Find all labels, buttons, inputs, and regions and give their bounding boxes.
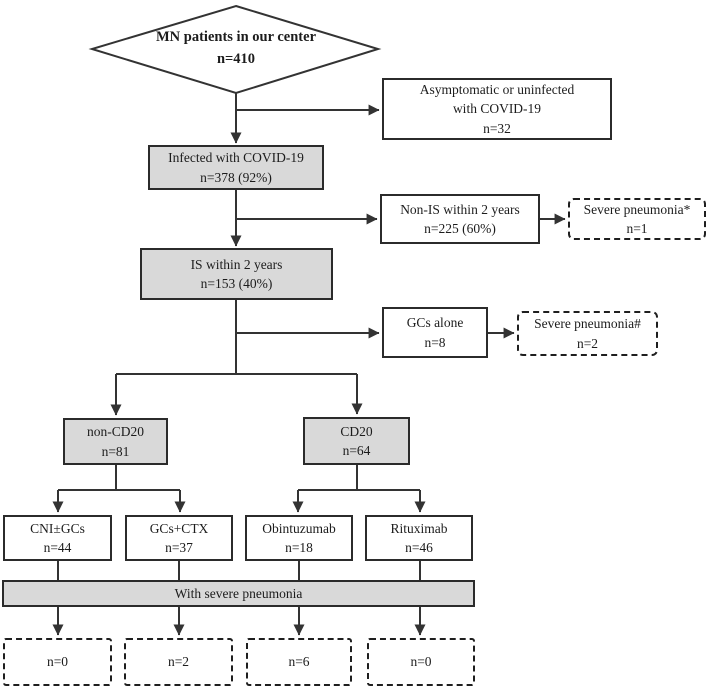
severe-pneumonia-bar: With severe pneumonia	[2, 580, 475, 607]
non-cd20-count: n=81	[101, 443, 130, 459]
gcs-alone-label: GCs alone	[406, 315, 464, 331]
cd20-count: n=64	[342, 443, 371, 458]
outcome-ctx-count: n=2	[167, 654, 190, 670]
cd20-label: CD20	[340, 423, 373, 439]
pneumonia-star-count: n=1	[626, 221, 648, 236]
pneumonia-hash-label: Severe pneumonia#	[534, 316, 641, 332]
non-is-count: n=225 (60%)	[424, 221, 496, 236]
is-within-count: n=153 (40%)	[200, 276, 273, 291]
obintuzumab-count: n=18	[285, 540, 313, 555]
node-gcs-ctx: GCs+CTX n=37	[125, 515, 233, 561]
node-obintuzumab: Obintuzumab n=18	[245, 515, 353, 561]
asymptomatic-label-1: Asymptomatic or uninfected	[419, 82, 575, 98]
infected-count: n=378 (92%)	[200, 169, 272, 185]
node-non-cd20: non-CD20 n=81	[63, 418, 168, 465]
node-severe-pneumonia-hash: Severe pneumonia# n=2	[517, 311, 658, 356]
node-cd20: CD20 n=64	[303, 417, 410, 465]
pneumonia-hash-count: n=2	[576, 335, 599, 351]
non-cd20-label: non-CD20	[87, 424, 144, 440]
outcome-rituximab-count: n=0	[410, 654, 432, 670]
is-within-label: IS within 2 years	[190, 256, 283, 272]
non-is-label: Non-IS within 2 years	[400, 201, 520, 217]
node-severe-pneumonia-star: Severe pneumonia* n=1	[568, 198, 706, 240]
gcs-alone-count: n=8	[424, 334, 446, 350]
node-infected: Infected with COVID-19 n=378 (92%)	[148, 145, 324, 190]
node-non-is: Non-IS within 2 years n=225 (60%)	[380, 194, 540, 244]
rituximab-label: Rituximab	[390, 520, 448, 536]
node-gcs-alone: GCs alone n=8	[382, 307, 488, 358]
node-outcome-cni: n=0	[3, 638, 112, 686]
outcome-cni-count: n=0	[46, 654, 69, 670]
gcs-ctx-count: n=37	[165, 540, 193, 555]
node-asymptomatic: Asymptomatic or uninfected with COVID-19…	[382, 78, 612, 140]
root-label: MN patients in our center	[155, 29, 317, 46]
severe-pneumonia-bar-label: With severe pneumonia	[174, 585, 303, 601]
obintuzumab-label: Obintuzumab	[262, 520, 336, 536]
rituximab-count: n=46	[405, 540, 433, 555]
asymptomatic-count: n=32	[483, 120, 511, 136]
cni-gcs-label: CNI±GCs	[30, 520, 85, 536]
infected-label: Infected with COVID-19	[168, 150, 304, 166]
outcome-obinutuzumab-count: n=6	[288, 654, 310, 670]
node-cni-gcs: CNI±GCs n=44	[3, 515, 112, 561]
cni-gcs-count: n=44	[43, 540, 72, 555]
node-root: MN patients in our center n=410	[102, 14, 370, 84]
gcs-ctx-label: GCs+CTX	[149, 520, 209, 536]
node-outcome-ctx: n=2	[124, 638, 233, 686]
pneumonia-star-label: Severe pneumonia*	[583, 201, 691, 217]
root-count: n=410	[216, 51, 256, 67]
node-outcome-rituximab: n=0	[367, 638, 475, 686]
node-is-within: IS within 2 years n=153 (40%)	[140, 248, 333, 300]
asymptomatic-label-2: with COVID-19	[452, 101, 542, 117]
node-rituximab: Rituximab n=46	[365, 515, 473, 561]
node-outcome-obinutuzumab: n=6	[246, 638, 352, 686]
